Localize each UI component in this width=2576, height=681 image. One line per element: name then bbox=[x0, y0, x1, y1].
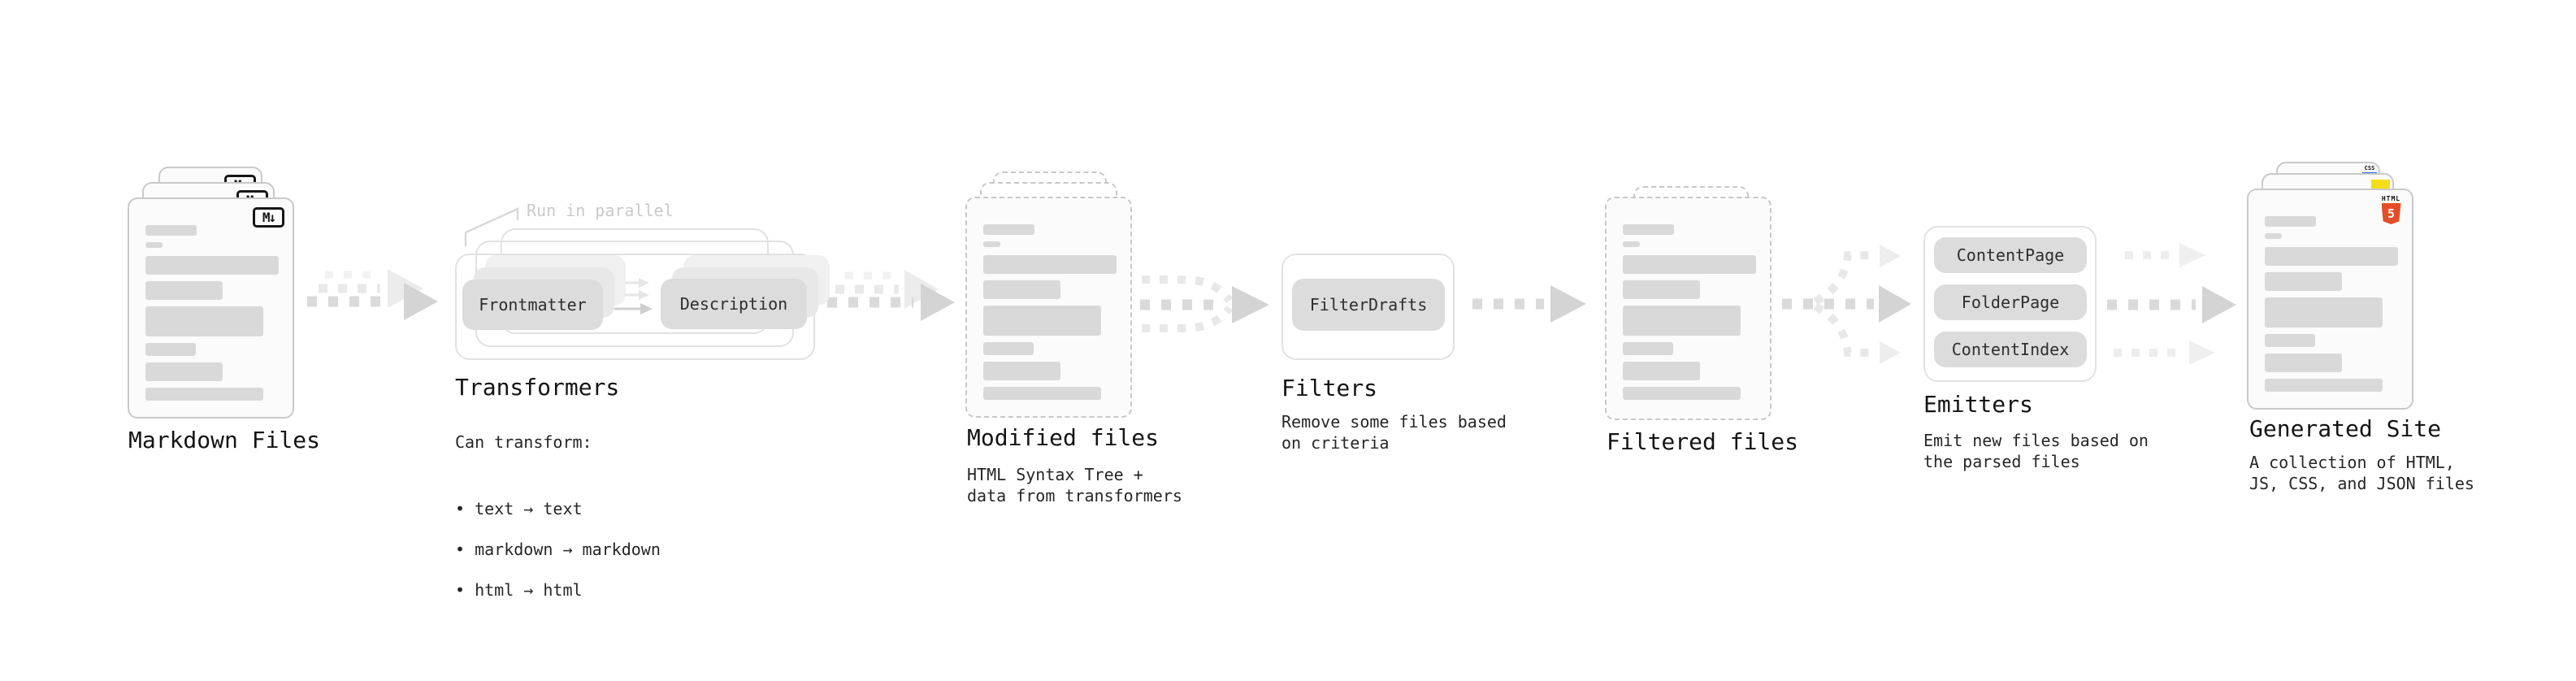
text-placeholder-bar bbox=[983, 241, 1000, 247]
text-placeholder-bar bbox=[1623, 241, 1640, 247]
text-placeholder-bar bbox=[1623, 280, 1700, 299]
bullet-item: • markdown → markdown bbox=[455, 540, 661, 559]
text-placeholder-bar bbox=[2265, 354, 2342, 372]
html5-shield-icon: 5 bbox=[2381, 203, 2401, 224]
arrow-filters-to-filtered bbox=[1472, 285, 1586, 323]
text-placeholder-bar bbox=[983, 306, 1101, 336]
markdown-files-label: Markdown Files bbox=[128, 427, 321, 453]
text-placeholder-bar bbox=[2265, 233, 2282, 239]
text-placeholder-bar bbox=[1623, 342, 1673, 355]
contentpage-pill: ContentPage bbox=[1934, 237, 2087, 273]
text-placeholder-bar bbox=[145, 256, 279, 275]
text-placeholder-bar bbox=[2265, 379, 2383, 392]
text-placeholder-bar bbox=[983, 342, 1034, 355]
transformers-description: Can transform: • text → text • markdown … bbox=[455, 410, 661, 642]
text-placeholder-bar bbox=[1623, 362, 1700, 380]
css-badge-label: CSS bbox=[2364, 165, 2375, 171]
contentindex-pill: ContentIndex bbox=[1934, 332, 2087, 367]
text-placeholder-bar bbox=[1623, 224, 1674, 235]
transformers-label: Transformers bbox=[455, 374, 620, 401]
emitters-label: Emitters bbox=[1923, 391, 2033, 418]
text-placeholder-bar bbox=[145, 225, 197, 236]
description-pill: Description bbox=[661, 279, 807, 329]
filterdrafts-pill: FilterDrafts bbox=[1292, 279, 1445, 331]
text-placeholder-bar bbox=[145, 306, 263, 336]
transformers-bullet-list: • text → text • markdown → markdown • ht… bbox=[455, 478, 661, 621]
arrow-markdown-to-transformers bbox=[307, 269, 438, 320]
text-placeholder-bar bbox=[1623, 306, 1741, 336]
site-file-html: HTML 5 bbox=[2247, 189, 2413, 410]
text-placeholder-bar bbox=[145, 362, 223, 381]
filters-description: Remove some files based on criteria bbox=[1281, 412, 1507, 453]
arrow-transformers-to-modified bbox=[827, 270, 955, 321]
filters-container bbox=[1281, 254, 1455, 360]
text-placeholder-bar bbox=[2265, 297, 2383, 327]
text-placeholder-bar bbox=[983, 387, 1101, 400]
arrow-modified-to-filters bbox=[1140, 275, 1269, 332]
text-placeholder-bar bbox=[1623, 255, 1756, 274]
markdown-file-front: M↓ bbox=[128, 197, 294, 419]
text-placeholder-bar bbox=[983, 224, 1034, 235]
arrow-filtered-to-emitters bbox=[1782, 245, 1911, 364]
filters-label: Filters bbox=[1281, 375, 1378, 401]
text-placeholder-bar bbox=[983, 362, 1060, 380]
modified-file-front bbox=[965, 197, 1132, 418]
modified-files-description: HTML Syntax Tree + data from transformer… bbox=[967, 465, 1182, 505]
text-placeholder-bar bbox=[2265, 247, 2398, 266]
filtered-file-front bbox=[1605, 197, 1772, 420]
text-placeholder-bar bbox=[145, 388, 263, 401]
filtered-files-label: Filtered files bbox=[1607, 428, 1799, 455]
emitters-container bbox=[1923, 226, 2097, 382]
frontmatter-pill: Frontmatter bbox=[462, 280, 603, 330]
bullet-item: • html → html bbox=[455, 580, 583, 600]
text-placeholder-bar bbox=[145, 242, 163, 248]
bullet-item: • text → text bbox=[455, 499, 583, 518]
generated-site-description: A collection of HTML, JS, CSS, and JSON … bbox=[2249, 453, 2474, 493]
text-placeholder-bar bbox=[1623, 387, 1741, 400]
transformers-description-intro: Can transform: bbox=[455, 432, 592, 452]
text-placeholder-bar bbox=[983, 280, 1060, 299]
emitters-description: Emit new files based on the parsed files bbox=[1923, 431, 2149, 471]
run-in-parallel-annotation: Run in parallel bbox=[527, 201, 674, 220]
generated-site-label: Generated Site bbox=[2249, 415, 2442, 442]
text-placeholder-bar bbox=[145, 343, 196, 356]
arrow-emitters-to-site bbox=[2107, 243, 2236, 365]
html5-badge-label: HTML bbox=[2381, 195, 2401, 202]
text-placeholder-bar bbox=[2265, 272, 2342, 291]
text-placeholder-bar bbox=[2265, 216, 2316, 227]
text-placeholder-bar bbox=[2265, 334, 2315, 347]
text-placeholder-bar bbox=[145, 281, 223, 300]
html5-badge: HTML 5 bbox=[2380, 195, 2402, 224]
modified-files-label: Modified files bbox=[967, 424, 1160, 451]
markdown-badge: M↓ bbox=[253, 207, 284, 228]
folderpage-pill: FolderPage bbox=[1934, 284, 2087, 320]
text-placeholder-bar bbox=[983, 255, 1117, 274]
